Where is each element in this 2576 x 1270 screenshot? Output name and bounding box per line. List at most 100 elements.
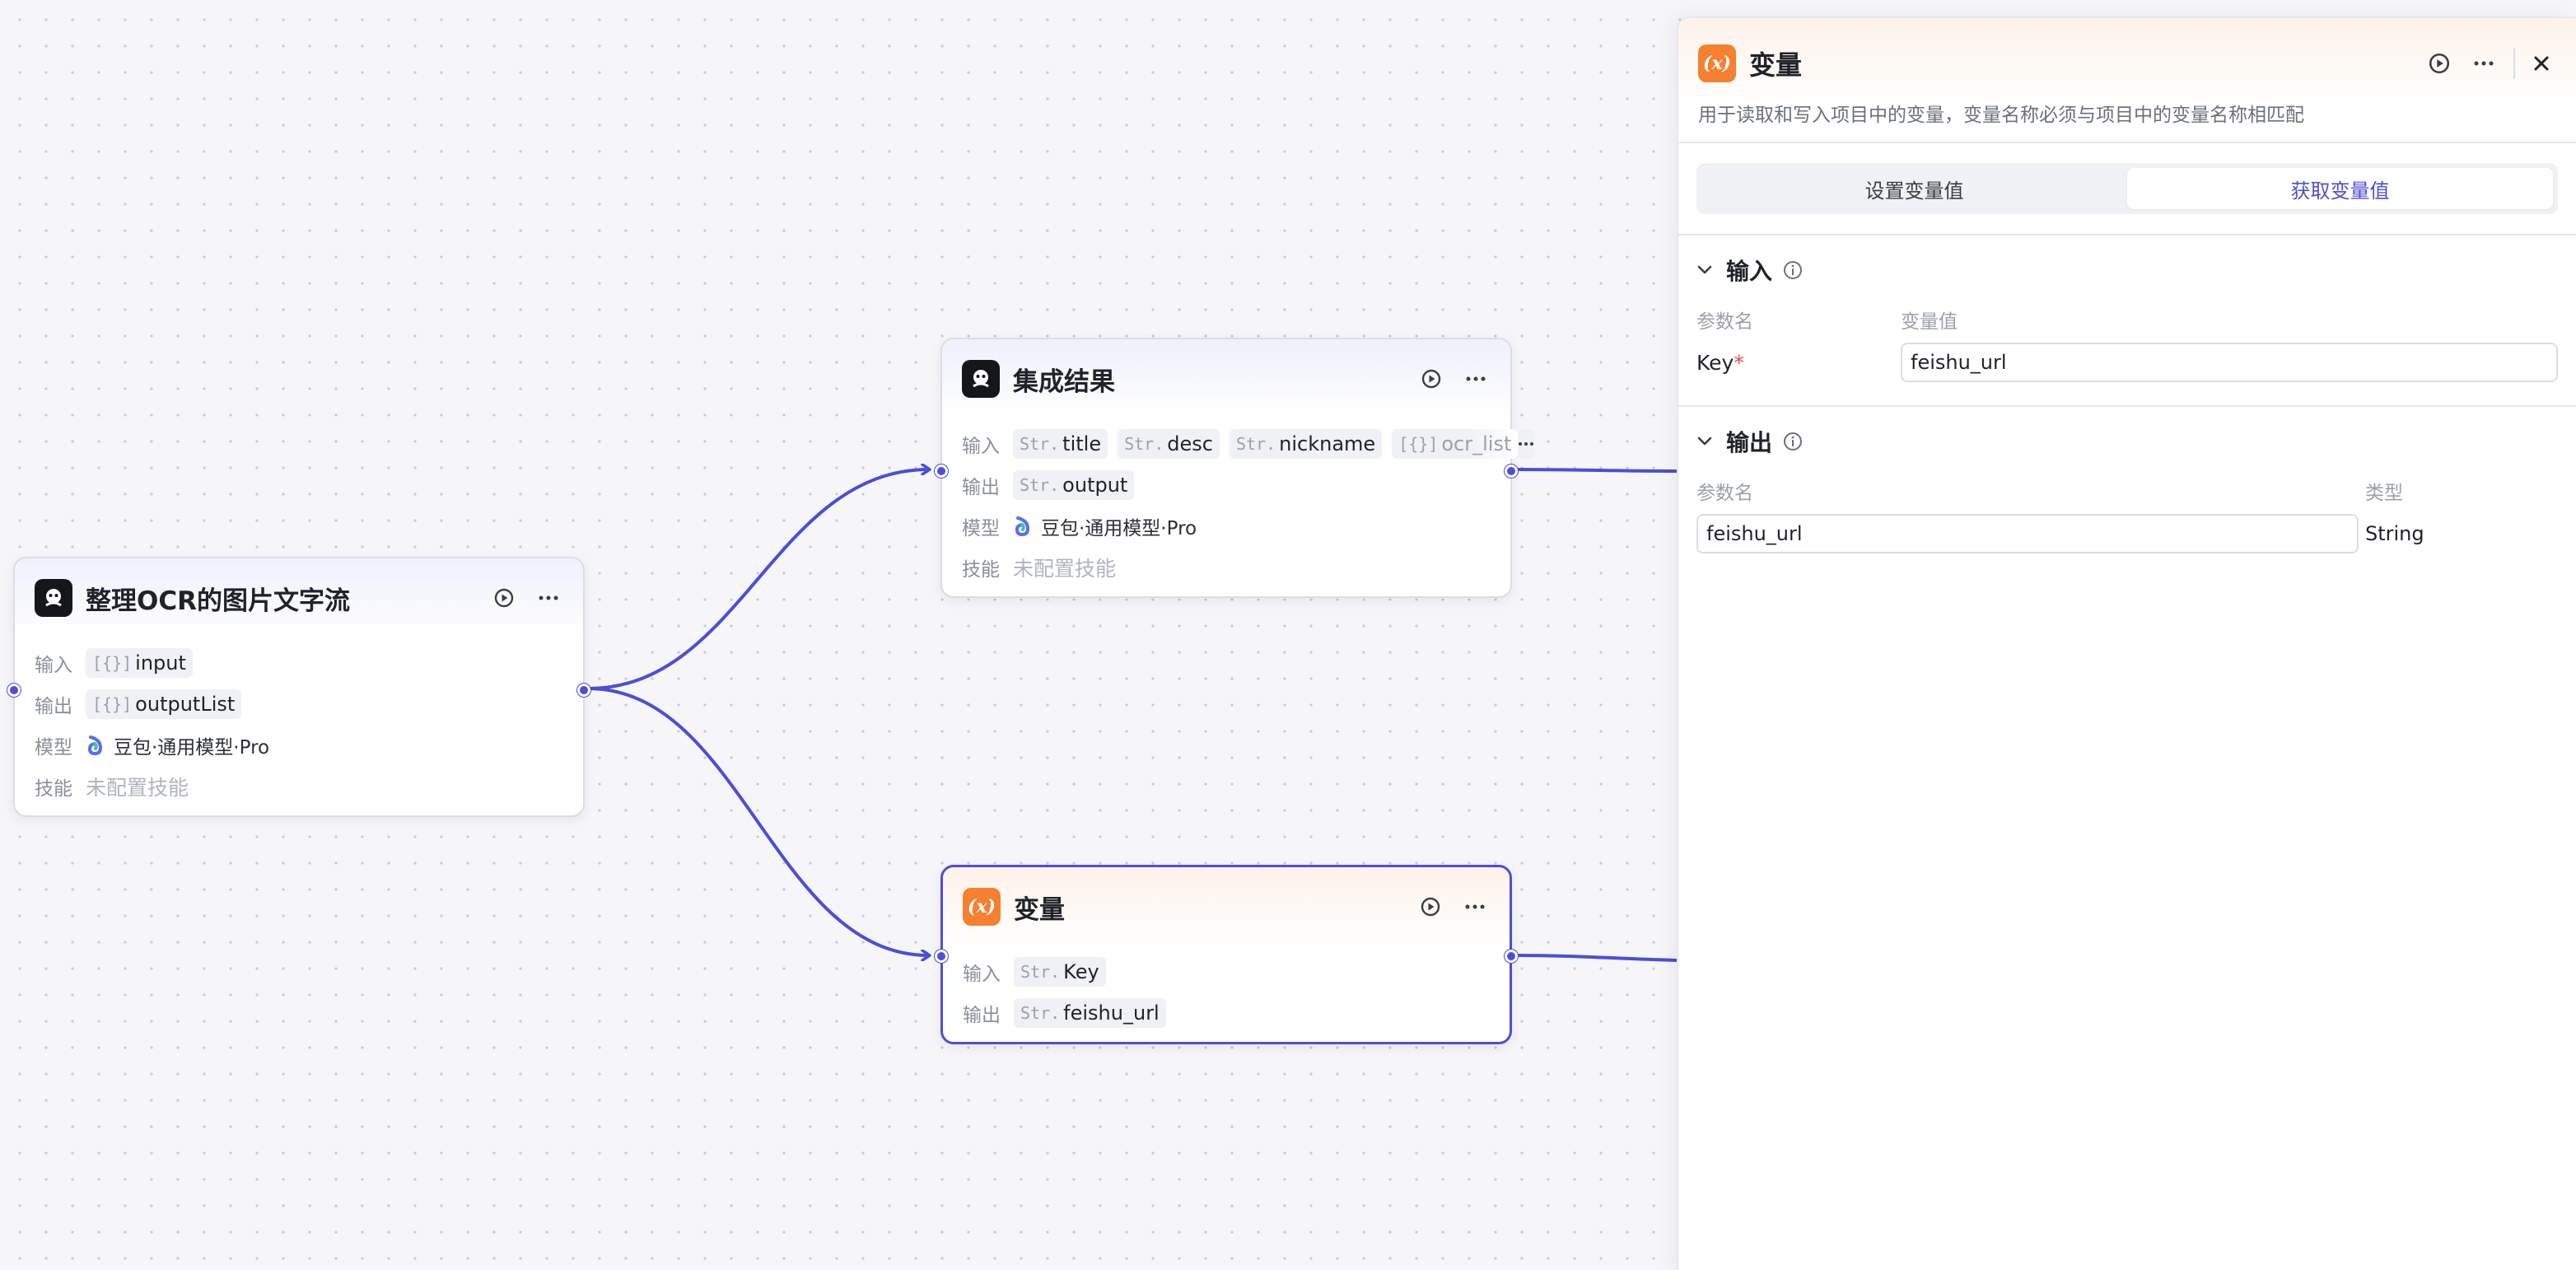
run-icon[interactable] bbox=[2424, 49, 2454, 78]
node-ocr-flow[interactable]: 整理OCR的图片文字流 输入 [{}]input 输出 [{}]outputLi… bbox=[7, 557, 590, 817]
input-column-headers: 参数名 变量值 bbox=[1696, 305, 2558, 334]
header-separator bbox=[2513, 48, 2515, 79]
input-port[interactable] bbox=[935, 465, 948, 478]
input-label: 输入 bbox=[963, 964, 1001, 985]
edge-variable-out[interactable] bbox=[1514, 954, 1678, 962]
model-label: 模型 bbox=[962, 518, 1000, 539]
close-icon[interactable] bbox=[2527, 49, 2556, 78]
variable-icon: (x) bbox=[1698, 44, 1736, 82]
output-label: 输出 bbox=[35, 696, 72, 717]
tab-get-variable[interactable]: 获取变量值 bbox=[2127, 168, 2553, 209]
output-row: 输出 Str.feishu_url bbox=[963, 992, 1490, 1034]
key-field-row: Key* feishu_url bbox=[1696, 338, 2558, 387]
more-icon[interactable] bbox=[1461, 364, 1491, 394]
agent-icon bbox=[962, 360, 1000, 398]
output-port[interactable] bbox=[1505, 950, 1518, 963]
input-row: 输入 Str.Key bbox=[963, 951, 1490, 992]
input-port[interactable] bbox=[935, 950, 948, 963]
divider bbox=[1678, 234, 2576, 236]
model-label: 模型 bbox=[35, 737, 72, 759]
run-icon[interactable] bbox=[1416, 892, 1445, 922]
col-var-value: 变量值 bbox=[1901, 311, 1958, 333]
output-section: 输出 参数名 类型 feishu_url String bbox=[1678, 407, 2576, 558]
node-combine-results[interactable]: 集成结果 输入 Str.title Str.desc Str.nickname … bbox=[935, 338, 1535, 598]
node-body: 输入 Str.title Str.desc Str.nickname [{}]o… bbox=[942, 418, 1535, 603]
edge-combine-out[interactable] bbox=[1514, 468, 1678, 473]
run-icon[interactable] bbox=[489, 583, 519, 613]
node-config-panel: (x) 变量 用于读取和写入项目中的变量，变量名称必须与项目中的变量名称相匹配 … bbox=[1677, 16, 2576, 1270]
output-tag: [{}]outputList bbox=[86, 689, 242, 719]
output-row: 输出 [{}]outputList bbox=[35, 684, 563, 725]
edge-ocr-to-combine[interactable] bbox=[587, 469, 929, 690]
output-type: String bbox=[2365, 522, 2424, 545]
more-icon[interactable] bbox=[2469, 49, 2499, 78]
output-section-title: 输出 bbox=[1726, 429, 1773, 456]
tab-set-variable[interactable]: 设置变量值 bbox=[1864, 179, 1964, 203]
input-label: 输入 bbox=[962, 436, 1000, 457]
input-row: 输入 Str.title Str.desc Str.nickname [{}]o… bbox=[962, 423, 1535, 465]
input-tag-title: Str.title bbox=[1013, 429, 1108, 459]
panel-title: 变量 bbox=[1749, 49, 1803, 81]
divider bbox=[1678, 405, 2576, 407]
node-header: 整理OCR的图片文字流 bbox=[15, 558, 583, 637]
output-port[interactable] bbox=[577, 684, 590, 697]
info-icon[interactable] bbox=[1782, 259, 1804, 281]
node-title: 变量 bbox=[1014, 894, 1065, 925]
output-tag: Str.feishu_url bbox=[1014, 998, 1166, 1028]
more-inputs-icon[interactable] bbox=[1518, 429, 1535, 459]
node-header: 集成结果 bbox=[942, 339, 1510, 418]
mode-tabs: 设置变量值 获取变量值 bbox=[1696, 163, 2558, 214]
key-value-input[interactable]: feishu_url bbox=[1901, 343, 2558, 382]
model-row: 模型 豆包·通用模型·Pro bbox=[962, 506, 1491, 547]
panel-description: 用于读取和写入项目中的变量，变量名称必须与项目中的变量名称相匹配 bbox=[1698, 105, 2304, 126]
output-port[interactable] bbox=[1505, 465, 1518, 478]
output-name-input[interactable]: feishu_url bbox=[1696, 514, 2359, 553]
panel-header: (x) 变量 用于读取和写入项目中的变量，变量名称必须与项目中的变量名称相匹配 bbox=[1678, 18, 2576, 142]
input-label: 输入 bbox=[35, 655, 72, 676]
more-icon[interactable] bbox=[1460, 892, 1490, 922]
node-title: 整理OCR的图片文字流 bbox=[86, 586, 350, 616]
skill-label: 技能 bbox=[35, 778, 72, 800]
output-field-row: feishu_url String bbox=[1696, 509, 2558, 558]
model-value: 豆包·通用模型·Pro bbox=[114, 737, 270, 759]
skill-row: 技能 未配置技能 bbox=[35, 766, 563, 807]
input-tag: [{}]input bbox=[86, 648, 193, 678]
model-row: 模型 豆包·通用模型·Pro bbox=[35, 725, 563, 766]
output-tag: Str.output bbox=[1013, 470, 1135, 500]
output-row: 输出 Str.output bbox=[962, 465, 1491, 506]
col-param-name: 参数名 bbox=[1696, 311, 1753, 333]
edge-ocr-to-variable[interactable] bbox=[587, 687, 929, 955]
node-body: 输入 Str.Key 输出 Str.feishu_url bbox=[943, 946, 1510, 1048]
key-label: Key* bbox=[1696, 350, 1744, 375]
model-value: 豆包·通用模型·Pro bbox=[1041, 518, 1197, 539]
more-icon[interactable] bbox=[534, 583, 563, 613]
node-variable[interactable]: (x) 变量 输入 Str.Key 输出 Str.feishu_url bbox=[935, 865, 1518, 1044]
output-label: 输出 bbox=[962, 477, 1000, 498]
col-type: 类型 bbox=[2365, 483, 2403, 504]
skill-value: 未配置技能 bbox=[1013, 557, 1117, 581]
chevron-down-icon[interactable] bbox=[1696, 264, 1713, 276]
skill-row: 技能 未配置技能 bbox=[962, 547, 1491, 588]
node-body: 输入 [{}]input 输出 [{}]outputList 模型 豆包·通用模… bbox=[15, 637, 583, 822]
node-title: 集成结果 bbox=[1013, 367, 1115, 397]
doubao-model-icon bbox=[87, 735, 103, 756]
input-port[interactable] bbox=[7, 684, 21, 697]
run-icon[interactable] bbox=[1416, 364, 1446, 394]
doubao-model-icon bbox=[1015, 516, 1030, 537]
node-header: (x) 变量 bbox=[943, 867, 1510, 946]
input-row: 输入 [{}]input bbox=[35, 642, 563, 684]
input-section: 输入 参数名 变量值 Key* feishu_url bbox=[1678, 236, 2576, 387]
input-section-title: 输入 bbox=[1726, 258, 1773, 285]
chevron-down-icon[interactable] bbox=[1696, 436, 1713, 447]
input-tag: Str.Key bbox=[1014, 957, 1106, 987]
col-param-name: 参数名 bbox=[1696, 483, 1753, 504]
divider bbox=[1678, 142, 2576, 143]
input-tag-desc: Str.desc bbox=[1118, 429, 1220, 459]
skill-label: 技能 bbox=[962, 559, 1000, 581]
info-icon[interactable] bbox=[1782, 431, 1804, 452]
input-section-header[interactable]: 输入 bbox=[1696, 236, 2558, 305]
output-section-header[interactable]: 输出 bbox=[1696, 407, 2558, 476]
panel-title-row: (x) 变量 bbox=[1698, 18, 2556, 96]
skill-value: 未配置技能 bbox=[86, 776, 189, 800]
